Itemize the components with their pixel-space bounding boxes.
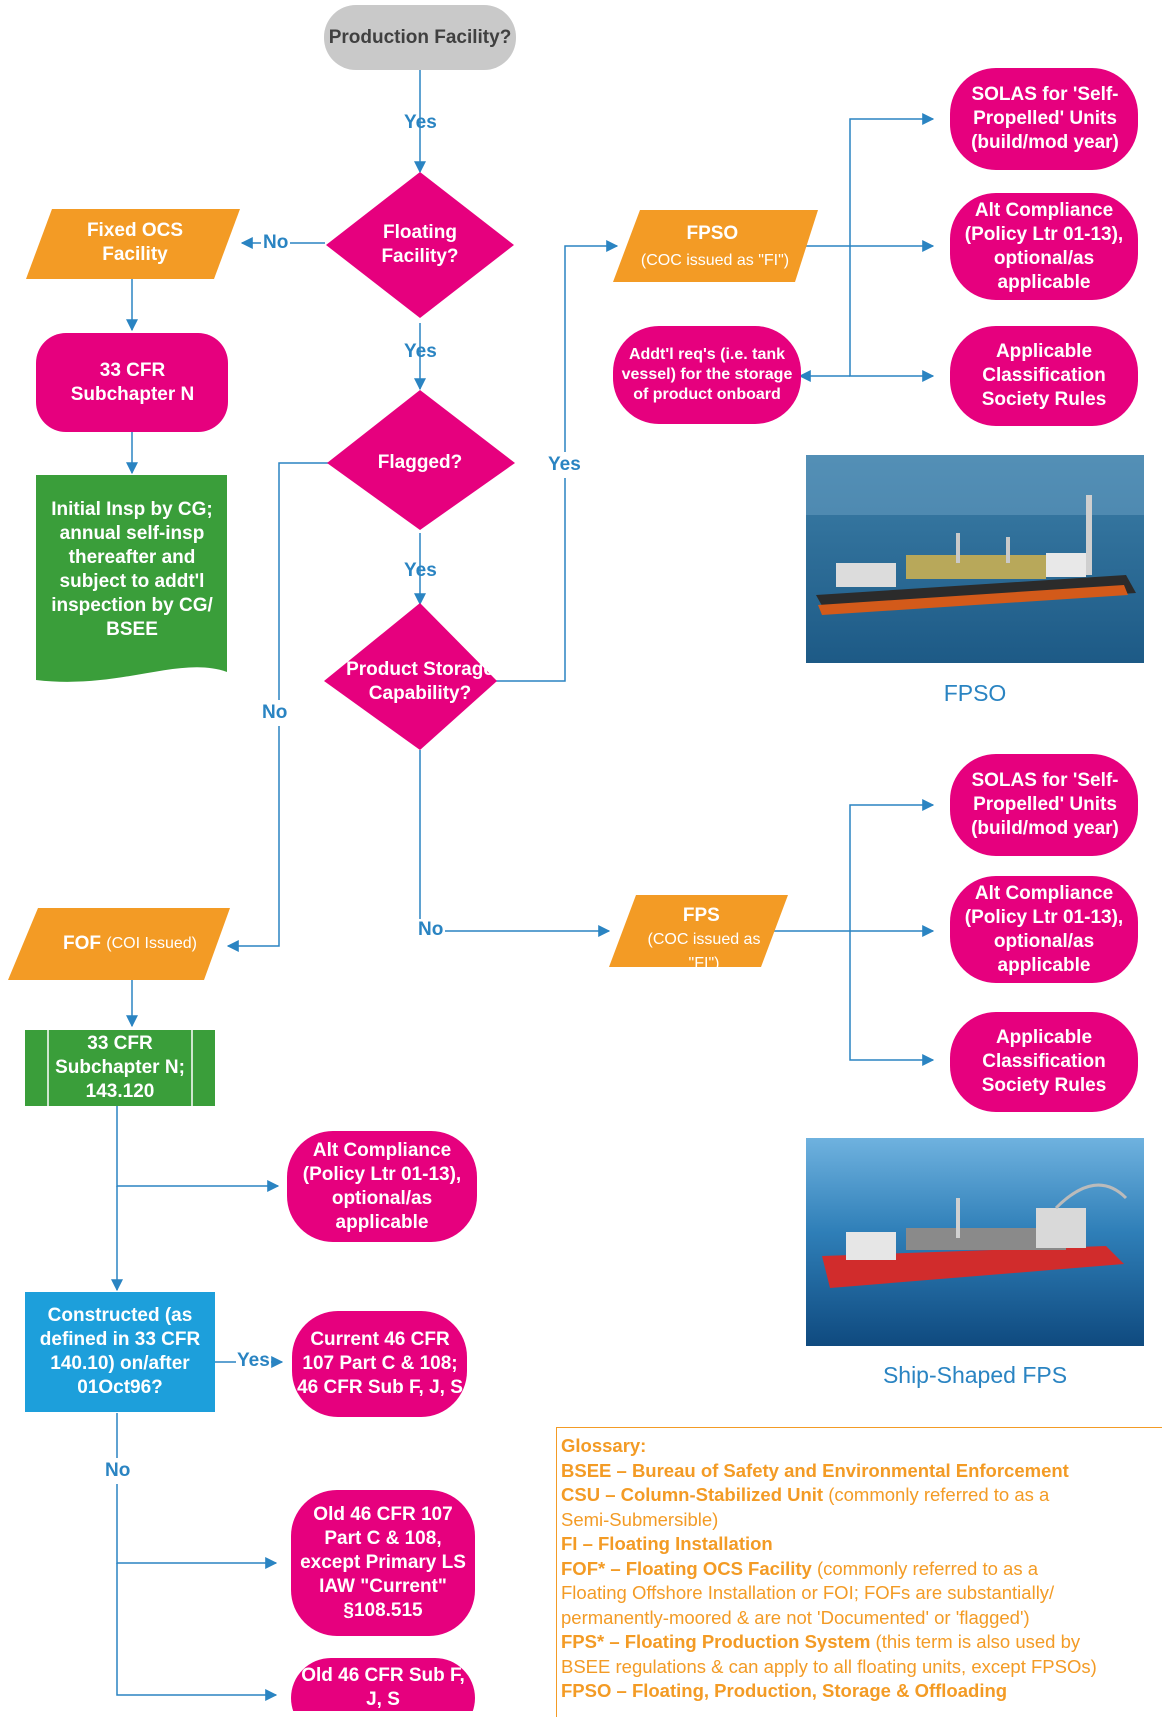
edge-constructed-no-oldsub	[116, 1563, 278, 1701]
edge-label-no-constructed: No	[105, 1458, 131, 1484]
edge-label-yes-flagged: Yes	[404, 560, 437, 581]
fpso-title: FPSO	[686, 222, 739, 244]
floating-facility-decision	[326, 172, 514, 318]
edge-33cfr-to-fof-alt	[116, 1102, 280, 1192]
fpso-solas-terminator	[950, 68, 1138, 170]
fpso-class-label: Applicable Classification Society Rules	[981, 341, 1107, 410]
fps-parallelogram	[609, 895, 788, 967]
floating-facility-label: Floating Facility?	[381, 222, 459, 267]
33cfr-subchapter-n-terminator	[36, 333, 228, 432]
edge-label-yes-storage: Yes	[548, 452, 581, 478]
33cfr-n-143-label: 33 CFR Subchapter N; 143.120	[55, 1033, 185, 1102]
fps-caption: Ship-Shaped FPS	[882, 1362, 1068, 1388]
addtl-reqs-terminator	[613, 326, 801, 424]
glossary-entry-fof: FOF* – Floating OCS Facility (commonly r…	[561, 1557, 1039, 1579]
edge-constructed-no-old107	[116, 1413, 278, 1569]
initial-insp-label: Initial Insp by CG; annual self-insp the…	[51, 499, 213, 640]
fps-alt-terminator	[950, 876, 1138, 983]
fps-alt-label: Alt Compliance (Policy Ltr 01-13), optio…	[964, 882, 1124, 976]
edge-storage-no-to-fps	[419, 750, 611, 937]
fpso-photo	[806, 455, 1144, 663]
fof-node-label: FOF (COI Issued)	[60, 915, 200, 973]
glossary-entry-csu-cont: Semi-Submersible)	[561, 1508, 719, 1530]
edge-fps-trunk	[767, 799, 935, 932]
glossary: Glossary: BSEE – Bureau of Safety and En…	[556, 1427, 1162, 1717]
33cfr-subchapter-n-label: 33 CFR Subchapter N	[70, 360, 195, 405]
glossary-entry-fpso: FPSO – Floating, Production, Storage & O…	[561, 1680, 1008, 1701]
fof-note: (COI Issued)	[106, 935, 197, 952]
glossary-entry-fps-cont: BSEE regulations & can apply to all floa…	[561, 1655, 1097, 1677]
flagged-label: Flagged?	[377, 452, 463, 473]
fof-alt-label: Alt Compliance (Policy Ltr 01-13), optio…	[302, 1139, 462, 1233]
old-46cfr-sub-terminator	[291, 1658, 475, 1711]
addtl-reqs-label: Addt'l req's (i.e. tank vessel) for the …	[621, 346, 793, 403]
old-46cfr-107-label: Old 46 CFR 107 Part C & 108, except Prim…	[300, 1504, 466, 1621]
production-facility-label: Production Facility?	[328, 26, 512, 48]
edge-fps-to-class	[849, 931, 935, 1066]
fpso-caption: FPSO	[943, 680, 1007, 706]
fps-solas-terminator	[950, 754, 1138, 856]
fpso-class-terminator	[950, 326, 1138, 426]
33cfr-n-143-process	[25, 1030, 215, 1106]
constructed-label: Constructed (as defined in 33 CFR 140.10…	[39, 1305, 201, 1398]
current-46cfr-terminator	[292, 1311, 467, 1417]
glossary-entry-fof-cont: Floating Offshore Installation or FOI; F…	[561, 1582, 1055, 1603]
fps-class-terminator	[950, 1012, 1138, 1112]
fps-class-label: Applicable Classification Society Rules	[981, 1027, 1107, 1096]
glossary-entry-fof-cont2: permanently-moored & are not 'Documented…	[561, 1606, 1030, 1628]
fixed-ocs-label: Fixed OCS Facility	[86, 220, 184, 265]
fps-solas-label: SOLAS for 'Self-Propelled' Units (build/…	[971, 770, 1119, 839]
fpso-alt-label: Alt Compliance (Policy Ltr 01-13), optio…	[964, 199, 1124, 293]
edge-label-no-storage: No	[416, 919, 446, 941]
fof-parallelogram	[8, 908, 230, 980]
glossary-entry-csu: CSU – Column-Stabilized Unit (commonly r…	[561, 1484, 1050, 1505]
fof-alt-terminator	[287, 1131, 477, 1242]
fixed-ocs-parallelogram	[26, 209, 240, 279]
edge-label-no-fixed: No	[261, 232, 291, 254]
fps-note: (COC issued as "FI")	[647, 931, 761, 972]
production-facility-terminator	[324, 5, 516, 70]
product-storage-label: Product Storage Capability?	[346, 659, 494, 704]
fpso-note: (COC issued as "FI")	[640, 251, 790, 269]
glossary-entry-fps: FPS* – Floating Production System (this …	[561, 1631, 1081, 1652]
edge-fpso-trunk	[800, 113, 935, 247]
glossary-title: Glossary:	[561, 1435, 647, 1456]
current-46cfr-label: Current 46 CFR 107 Part C & 108; 46 CFR …	[297, 1329, 463, 1398]
edge-label-yes-floating: Yes	[404, 341, 437, 362]
edge-label-yes-production: Yes	[404, 112, 437, 133]
fpso-solas-label: SOLAS for 'Self-Propelled' Units (build/…	[971, 84, 1119, 153]
edge-label-yes-constructed: Yes	[236, 1350, 271, 1372]
fof-title: FOF	[63, 933, 102, 954]
fps-node-label: FPS (COC issued as "FI")	[640, 904, 768, 972]
fps-photo	[806, 1138, 1144, 1346]
constructed-process	[25, 1292, 215, 1412]
glossary-entry-bsee: BSEE – Bureau of Safety and Environmenta…	[561, 1459, 1069, 1481]
initial-insp-document	[36, 475, 227, 682]
fps-title: FPS	[682, 905, 720, 926]
old-46cfr-107-terminator	[291, 1490, 475, 1636]
glossary-entry-fi: FI – Floating Installation	[561, 1533, 773, 1554]
fpso-node-label: FPSO (COC issued as "FI")	[640, 220, 790, 274]
product-storage-decision	[324, 603, 497, 750]
fpso-alt-terminator	[950, 193, 1138, 300]
edge-fpso-to-class	[849, 246, 935, 382]
edge-label-no-flagged: No	[262, 700, 288, 726]
old-46cfr-sub-label: Old 46 CFR Sub F, J, S	[301, 1665, 465, 1710]
fpso-parallelogram	[613, 210, 818, 282]
flagged-decision	[327, 390, 515, 530]
